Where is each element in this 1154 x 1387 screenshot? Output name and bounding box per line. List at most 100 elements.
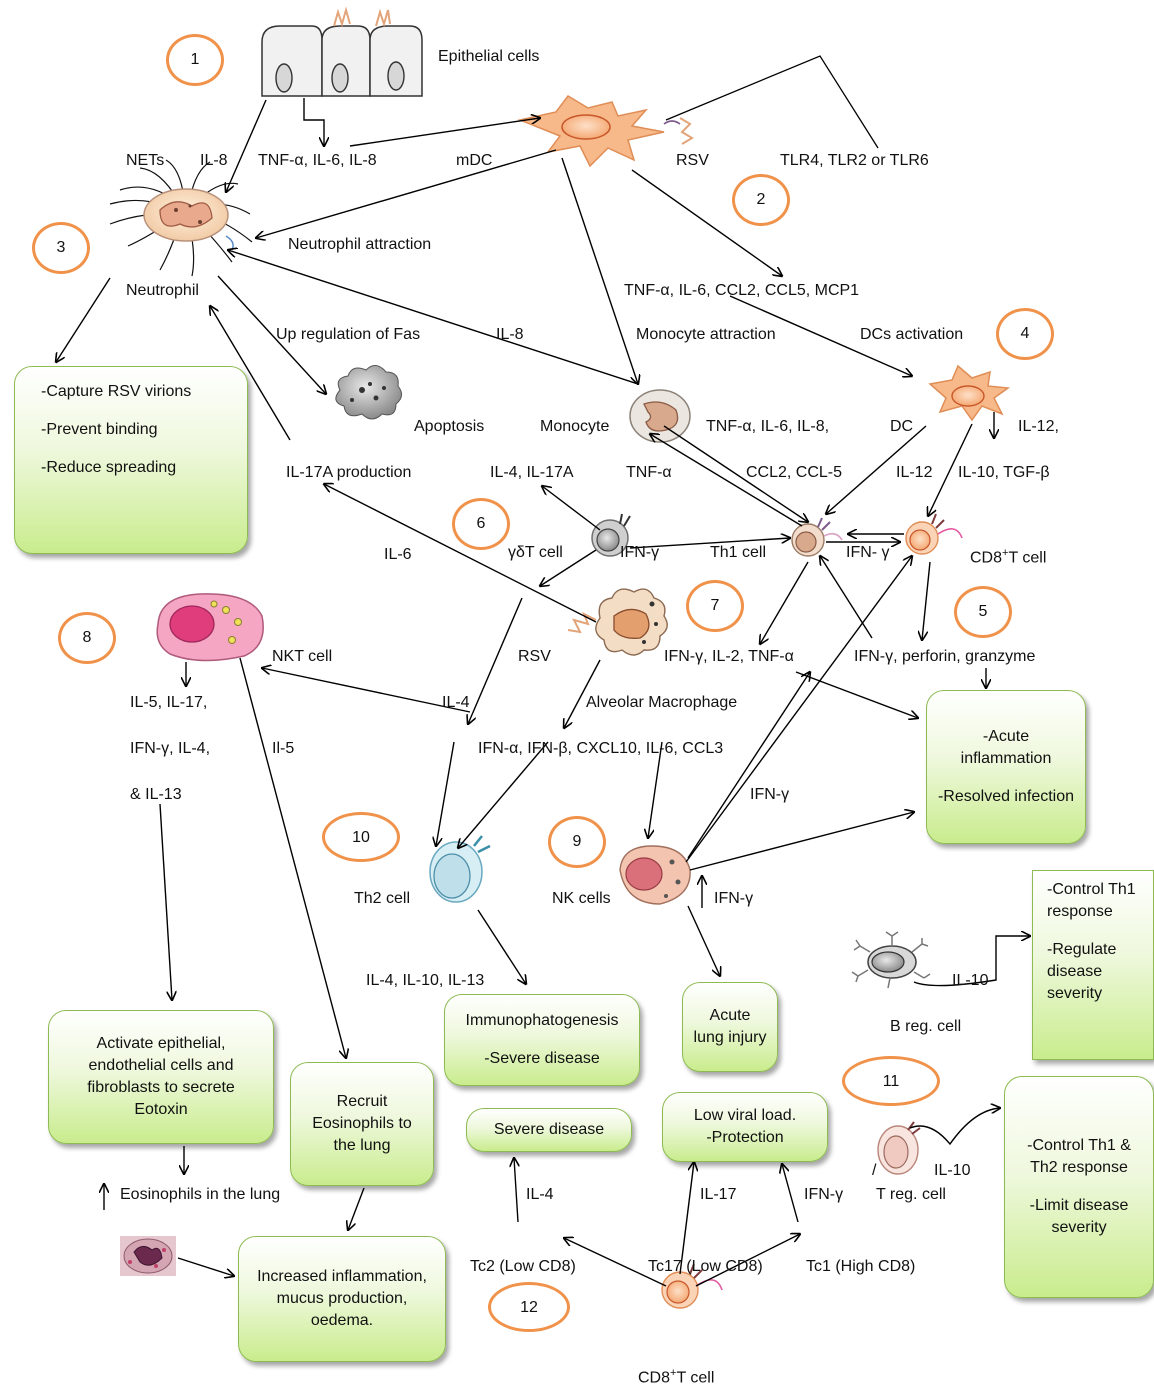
label-nk-cells: NK cells xyxy=(552,890,611,907)
label-il4-macrophage: IL-4 xyxy=(442,694,470,711)
label-il5-eosinophil: Il-5 xyxy=(272,740,295,757)
label-gamma-delta-t-cell: γδT cell xyxy=(508,544,563,561)
label-cd8-t-cell-top: CD8+T cell xyxy=(970,547,1047,567)
step-1-marker: 1 xyxy=(166,34,224,86)
label-ifn-gamma-il4: IFN-γ, IL-4, xyxy=(130,740,211,757)
box-capture-rsv: -Capture RSV virions -Prevent binding -R… xyxy=(14,366,248,554)
alveolar-macrophage-icon xyxy=(567,588,668,656)
b-reg-cell-icon xyxy=(851,931,931,989)
step-3-marker: 3 xyxy=(32,222,90,274)
label-ifn-gamma-nk: IFN-γ xyxy=(750,786,790,803)
label-rsv-macrophage: RSV xyxy=(518,648,551,665)
box-immunopathogenesis: Immunophatogenesis -Severe disease xyxy=(444,994,640,1086)
label-il12-dc: IL-12, xyxy=(1018,418,1059,435)
mdc-cell-icon xyxy=(517,95,694,168)
label-epithelial-cells: Epithelial cells xyxy=(438,48,540,65)
label-monocyte: Monocyte xyxy=(540,418,610,435)
label-dc: DC xyxy=(890,418,914,435)
label-apoptosis: Apoptosis xyxy=(414,418,485,435)
label-cd8-t-cell-bottom: CD8+T cell xyxy=(638,1367,715,1387)
eosinophil-icon xyxy=(120,1236,176,1276)
box-acute-inflammation: -Acute inflammation -Resolved infection xyxy=(926,690,1086,844)
label-neutrophil: Neutrophil xyxy=(126,282,199,299)
label-ifn-gamma-th1: IFN- γ xyxy=(846,544,890,561)
gamma-delta-t-cell-icon xyxy=(591,513,631,557)
step-9-marker: 9 xyxy=(548,816,606,868)
label-il17-tc17: IL-17 xyxy=(700,1186,737,1203)
label-neutrophil-attraction: Neutrophil attraction xyxy=(288,236,432,253)
cd8-t-cell-top-icon xyxy=(905,513,963,555)
box-severe-disease: Severe disease xyxy=(466,1108,632,1152)
nkt-cell-icon xyxy=(156,593,264,662)
label-mdc: mDC xyxy=(456,152,493,169)
label-tnf-alpha: TNF-α xyxy=(626,464,672,481)
label-rsv-top: RSV xyxy=(676,152,709,169)
label-il5-il17: IL-5, IL-17, xyxy=(130,694,208,711)
neutrophil-cell-icon xyxy=(109,159,253,277)
label-dcs-activation: DCs activation xyxy=(860,326,964,343)
label-tc2: Tc2 (Low CD8) xyxy=(470,1258,576,1275)
label-ifn-gamma-up: IFN-γ xyxy=(714,890,754,907)
dc-cell-icon xyxy=(928,364,1011,422)
label-ifn-gamma-gdt: IFN-γ xyxy=(620,544,660,561)
label-il8-monocyte: IL-8 xyxy=(496,326,524,343)
box-control-th1-th2: -Control Th1 & Th2 response -Limit disea… xyxy=(1004,1076,1154,1298)
label-tc1: Tc1 (High CD8) xyxy=(806,1258,916,1275)
label-up-regulation-fas: Up regulation of Fas xyxy=(276,326,421,343)
label-nkt-cell: NKT cell xyxy=(272,648,333,665)
label-ifn-perforin-granzyme: IFN-γ, perforin, granzyme xyxy=(854,648,1036,665)
label-b-reg-cell: B reg. cell xyxy=(890,1018,962,1035)
label-il4-il17a: IL-4, IL-17A xyxy=(490,464,574,481)
label-tc17: Tc17 (Low CD8) xyxy=(648,1258,763,1275)
label-ccl2-ccl5: CCL2, CCL-5 xyxy=(746,464,843,481)
step-4-marker: 4 xyxy=(996,308,1054,360)
label-il10-tgf: IL-10, TGF-β xyxy=(958,464,1050,481)
label-il8-epithelial: IL-8 xyxy=(200,152,228,169)
box-activate-epithelial: Activate epithelial, endothelial cells a… xyxy=(48,1010,274,1144)
apoptotic-cell-icon xyxy=(335,365,402,420)
nk-cell-icon xyxy=(619,845,691,905)
step-10-marker: 10 xyxy=(322,812,400,862)
label-th1-cell: Th1 cell xyxy=(710,544,767,561)
label-il10-breg: IL-10 xyxy=(952,972,989,989)
label-tnf-il6-il8: TNF-α, IL-6, IL-8 xyxy=(258,152,377,169)
label-il6: IL-6 xyxy=(384,546,412,563)
label-il4-il10-il13: IL-4, IL-10, IL-13 xyxy=(366,972,485,989)
box-acute-lung-injury: Acute lung injury xyxy=(682,982,778,1072)
label-il13: & IL-13 xyxy=(130,786,182,803)
box-control-th1: -Control Th1 response -Regulate disease … xyxy=(1032,870,1154,1060)
label-monocyte-cytokines: TNF-α, IL-6, IL-8, xyxy=(706,418,830,435)
label-dc-cytokines: TNF-α, IL-6, CCL2, CCL5, MCP1 xyxy=(624,282,860,299)
label-eosinophils-in-lung: Eosinophils in the lung xyxy=(120,1186,281,1203)
label-il4-tc2: IL-4 xyxy=(526,1186,554,1203)
box-recruit-eosinophils: Recruit Eosinophils to the lung xyxy=(290,1062,434,1186)
t-reg-cell-icon xyxy=(877,1121,921,1175)
epithelial-cells-icon xyxy=(261,6,423,97)
box-increased-inflammation: Increased inflammation, mucus production… xyxy=(238,1236,446,1362)
tlr-bracket-line xyxy=(665,55,879,149)
label-ifn-gamma-tc1: IFN-γ xyxy=(804,1186,844,1203)
label-nets: NETs xyxy=(126,152,165,169)
step-2-marker: 2 xyxy=(732,174,790,226)
monocyte-cell-icon xyxy=(629,389,691,443)
label-il17a-production: IL-17A production xyxy=(286,464,412,481)
step-12-marker: 12 xyxy=(488,1282,570,1332)
label-ifn-alpha-beta: IFN-α, IFN-β, CXCL10, IL-6, CCL3 xyxy=(478,740,724,757)
label-treg-slash: / xyxy=(872,1162,877,1179)
label-il12: IL-12 xyxy=(896,464,933,481)
label-th2-cell: Th2 cell xyxy=(354,890,411,907)
box-low-viral-load: Low viral load. -Protection xyxy=(662,1092,828,1162)
label-ifn-il2-tnf: IFN-γ, IL-2, TNF-α xyxy=(664,648,794,665)
th1-cell-icon xyxy=(791,517,843,557)
label-alveolar-macrophage: Alveolar Macrophage xyxy=(586,694,738,711)
step-8-marker: 8 xyxy=(58,612,116,664)
th2-cell-icon xyxy=(429,835,491,903)
step-11-marker: 11 xyxy=(842,1056,940,1106)
label-il10-treg: IL-10 xyxy=(934,1162,971,1179)
arrows xyxy=(56,98,1030,1287)
step-6-marker: 6 xyxy=(452,498,510,550)
label-tlr: TLR4, TLR2 or TLR6 xyxy=(780,152,929,169)
label-monocyte-attraction: Monocyte attraction xyxy=(636,326,776,343)
